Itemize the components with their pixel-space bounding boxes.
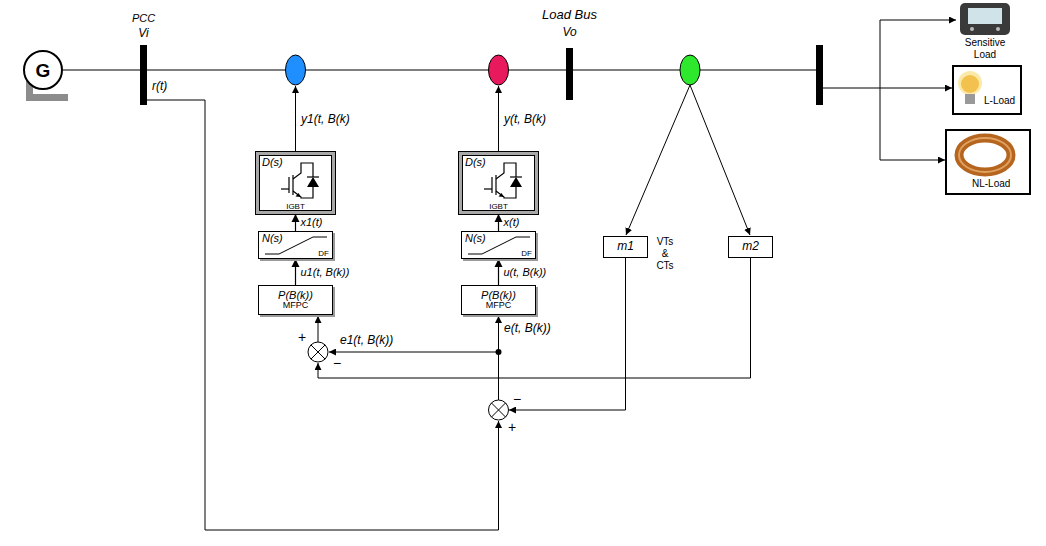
feedback-wire — [318, 258, 751, 378]
bus-name: Load Bus — [542, 8, 597, 23]
toroid-icon — [946, 130, 1030, 194]
signal-name: x1(t) — [301, 216, 323, 229]
filter-box: N(s) DF — [461, 231, 536, 259]
block-label: MFPC — [486, 301, 512, 311]
signal-connector — [295, 214, 296, 231]
reference-wire — [147, 100, 499, 530]
load-bus-bar — [566, 48, 573, 100]
load-feeders — [823, 20, 956, 160]
measurement-point-green — [680, 55, 700, 85]
measurement-label: m2 — [742, 240, 759, 253]
measurement-box: m1 — [603, 236, 648, 258]
transfer-function: D(s) — [262, 156, 283, 169]
device-label: IGBT — [259, 202, 332, 211]
generator-circle: G — [23, 50, 63, 90]
junction-dot — [496, 349, 502, 355]
signal-name: u1(t, B(k)) — [301, 266, 350, 279]
injection-point-red — [489, 55, 509, 85]
igbt-inverter-box: D(s) IGBT — [459, 152, 538, 214]
transfer-function: D(s) — [465, 156, 486, 169]
transfer-function: P(B(k)) — [481, 289, 516, 301]
pcc-bus-bar — [140, 45, 147, 105]
signal-connector — [295, 259, 296, 285]
transfer-function: N(s) — [465, 232, 486, 245]
bus-name: PCC — [132, 12, 155, 25]
error-wire — [329, 352, 499, 353]
signal-name: r(t) — [152, 80, 167, 94]
main-line — [63, 69, 819, 70]
error-wire — [318, 316, 319, 342]
sensor-wire — [626, 85, 690, 235]
output-wire — [498, 86, 499, 152]
controller-box: P(B(k))MFPC — [258, 285, 333, 315]
distribution-bus-bar — [816, 45, 823, 105]
signal-name: x(t) — [504, 216, 520, 229]
injection-point-blue — [286, 55, 306, 85]
block-label: DF — [318, 249, 329, 258]
signal-name: e(t, B(k)) — [504, 322, 551, 336]
signal-name: y(t, B(k) — [504, 113, 546, 127]
load-label: L-Load — [984, 95, 1015, 107]
load-label: Sensitive Load — [965, 37, 1006, 61]
bulb-icon — [953, 66, 1021, 114]
load-label: NL-Load — [972, 178, 1010, 190]
controller-box: P(B(k))MFPC — [461, 285, 536, 315]
signal-name: y1(t, B(k) — [301, 113, 350, 127]
transfer-function: P(B(k)) — [278, 289, 313, 301]
generator-label: G — [36, 61, 51, 80]
device-label: IGBT — [462, 202, 535, 211]
summing-junction — [489, 400, 509, 420]
error-wire — [498, 316, 499, 400]
output-wire — [295, 86, 296, 152]
signal-connector — [498, 214, 499, 231]
voltage-symbol: Vi — [138, 27, 148, 41]
meter-icon — [960, 3, 1010, 35]
filter-box: N(s) DF — [258, 231, 333, 259]
sensor-wire — [690, 85, 750, 235]
measurement-label: m1 — [617, 240, 634, 253]
signal-connector — [498, 259, 499, 285]
sensor-label: VTs & CTs — [656, 236, 673, 272]
summing-junction — [308, 342, 328, 362]
voltage-symbol: Vo — [562, 26, 576, 40]
transfer-function: N(s) — [262, 232, 283, 245]
sign-mark: − — [333, 355, 341, 371]
measurement-box: m2 — [728, 236, 773, 258]
sign-mark: + — [508, 419, 516, 435]
signal-name: u(t, B(k)) — [504, 266, 547, 279]
igbt-inverter-box: D(s) IGBT — [256, 152, 335, 214]
block-label: MFPC — [283, 301, 309, 311]
block-label: DF — [521, 249, 532, 258]
sign-mark: − — [513, 391, 521, 407]
signal-name: e1(t, B(k)) — [340, 334, 393, 348]
sign-mark: + — [298, 329, 306, 345]
